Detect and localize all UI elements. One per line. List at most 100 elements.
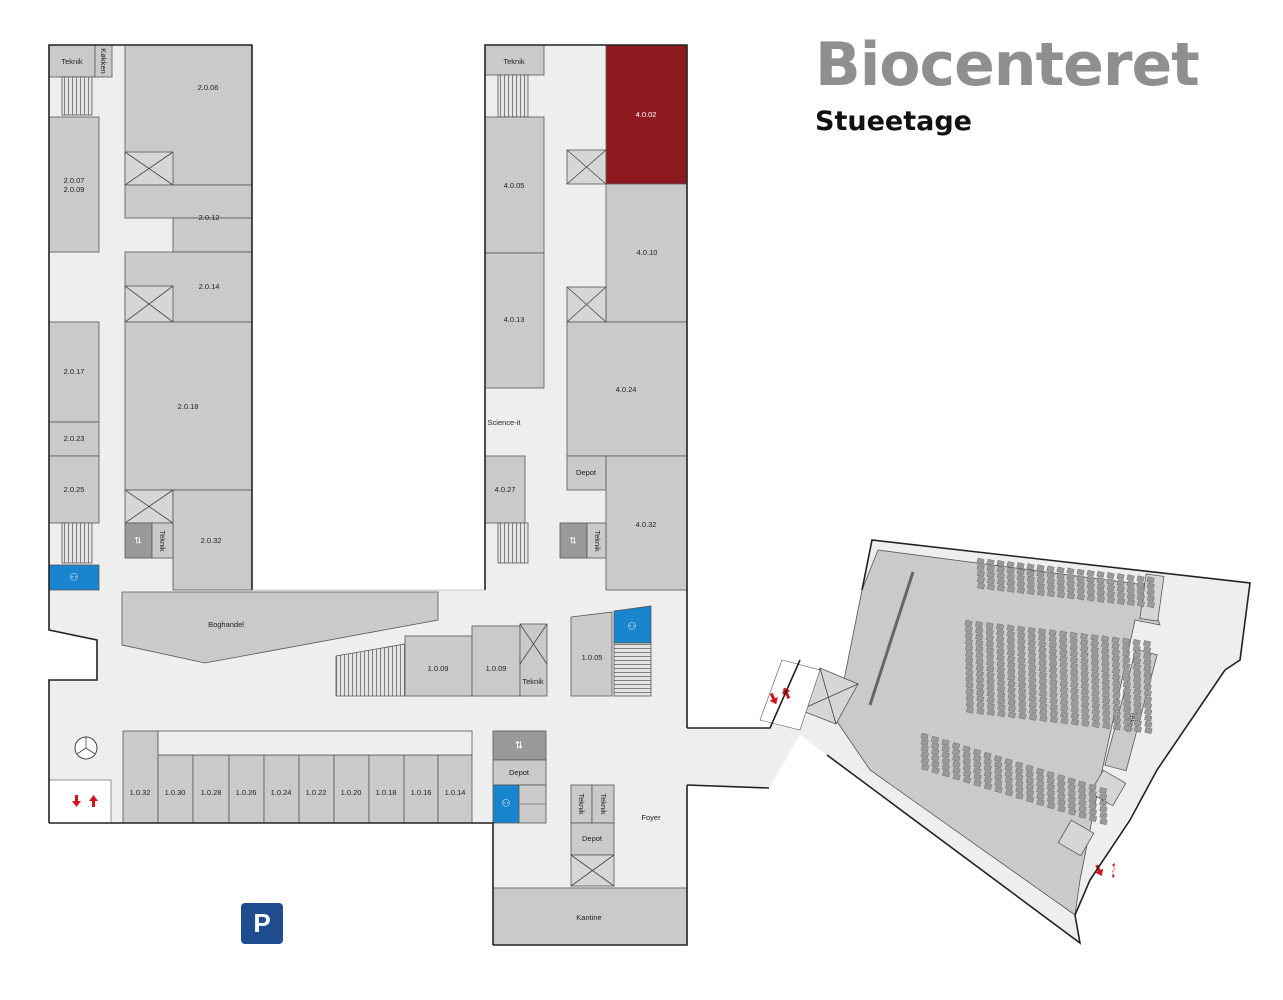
seat [1086,569,1095,577]
seat [1004,770,1013,778]
seat [975,620,984,628]
seat [1132,651,1141,659]
room-boghandel[interactable] [121,591,439,664]
seat [1017,644,1026,652]
room-2-0-23[interactable] [48,421,100,457]
entrance [759,659,821,731]
seat [1122,693,1131,701]
seat [1038,659,1047,667]
room-1-0-28[interactable] [192,754,230,824]
seat [1049,660,1058,668]
room-1-0-14[interactable] [437,754,473,824]
seat [1096,577,1105,585]
seat [963,776,972,784]
seat [952,773,961,781]
seat [1028,658,1037,665]
room-1-0-32[interactable] [122,730,159,824]
toilet[interactable] [492,784,520,824]
seat [976,689,985,697]
seat [983,764,992,772]
auditorium-seating [920,557,1155,826]
seat [952,760,961,768]
room-kantine[interactable] [492,887,688,946]
room-4-0-24[interactable] [566,321,688,457]
seat [1036,799,1045,806]
room-label: 1.0.28 [201,788,222,797]
room-1-0-24[interactable] [263,754,300,824]
seat [1028,713,1037,721]
seat [1046,571,1055,579]
seat [965,657,974,664]
seat [1106,596,1115,604]
seat [1102,703,1111,711]
seat [1059,630,1068,638]
room-4-0-02-highlight[interactable] [605,44,688,185]
seat [1088,802,1097,810]
seat [1102,716,1111,723]
room-label: 1.0.05 [582,653,603,662]
seat [1018,700,1027,708]
seat [1112,698,1121,706]
room-teknik-e-lift[interactable] [586,522,607,559]
room-1-0-09-a[interactable] [404,635,473,697]
room-2-0-17[interactable] [48,321,100,423]
room-depot-e[interactable] [566,455,607,491]
seat [983,758,992,766]
seat [1059,680,1068,688]
room-1-0-16[interactable] [403,754,439,824]
room-4-0-10[interactable] [605,183,688,323]
room-4-0-32[interactable] [605,455,688,591]
room-teknik-mid[interactable] [519,623,548,697]
room-2-0-12-upper[interactable] [124,184,253,219]
seat [996,635,1005,643]
seat [1133,719,1142,727]
room-1-0-05[interactable] [570,611,613,697]
room-teknik-w-lift[interactable] [151,522,174,559]
room-1-0-22[interactable] [298,754,335,824]
seat [1060,692,1069,700]
seat [1102,709,1111,717]
seat [1111,661,1120,669]
seat [1026,569,1035,577]
seat [1081,695,1090,702]
seat [1006,561,1015,568]
corridor-bay [157,730,473,756]
seat [1088,783,1097,791]
seat [1136,581,1145,589]
seat [997,685,1006,693]
room-label: Teknik [599,793,608,815]
seat [1101,666,1110,674]
seat [985,646,994,654]
seat [965,700,974,708]
seat [1070,687,1079,695]
seat [965,663,974,671]
seat [1048,654,1057,662]
seat [1123,712,1132,720]
room-depot-s1[interactable] [492,759,547,786]
seat [1039,708,1048,716]
seat [1123,724,1132,732]
room-label: 4.0.02 [636,110,657,119]
seat [1101,635,1110,643]
room-2-0-12[interactable] [172,217,253,253]
room-depot-s2[interactable] [570,822,615,856]
seat [1049,697,1058,705]
stairs [61,76,93,116]
seat [1143,664,1152,672]
seat [1080,657,1089,665]
room-4-0-05[interactable] [484,116,545,254]
room-2-0-18[interactable] [124,321,253,491]
room-2-0-07-09[interactable] [48,116,100,253]
seat [1112,692,1121,700]
room-teknik-e-top[interactable] [484,44,545,76]
seat [1036,570,1045,578]
seat [1070,700,1079,707]
seat [1091,690,1100,697]
room-4-0-13[interactable] [484,252,545,389]
room-1-0-09-b[interactable] [471,625,521,697]
seat [1038,671,1047,679]
toilet-icon: ⚇ [628,622,637,633]
elevator-icon: ⇅ [134,535,142,545]
stairs [497,522,529,564]
seat [973,773,982,781]
